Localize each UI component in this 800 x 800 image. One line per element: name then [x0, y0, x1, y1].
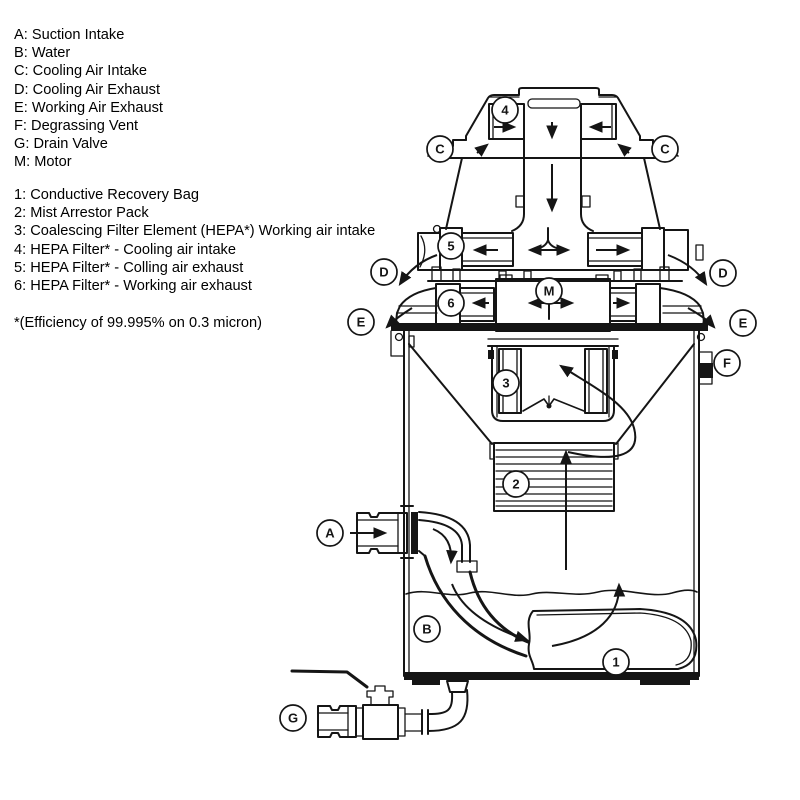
tank [390, 330, 713, 685]
elbow-outer [418, 511, 471, 563]
drain-elbow-outer [427, 689, 469, 732]
svg-text:C: C [660, 142, 670, 157]
svg-text:A: A [325, 526, 335, 541]
svg-text:D: D [379, 265, 388, 280]
valve-stem [366, 685, 394, 706]
svg-text:G: G [288, 711, 298, 726]
center-trumpet [535, 227, 561, 250]
elbow-inner [418, 519, 463, 563]
cartridge-right [584, 348, 608, 414]
callout-f [713, 349, 741, 377]
legend-line-m: M: Motor [14, 154, 72, 171]
legend-numbers: 1: Conductive Recovery Bag 2: Mist Arres… [14, 186, 375, 295]
callout-2 [502, 470, 530, 498]
callout-d-left [370, 258, 398, 286]
coalescing-filter-box [487, 338, 619, 422]
elbow-collar [456, 560, 478, 573]
legend-line-1: 1: Conductive Recovery Bag [14, 187, 199, 203]
svg-text:6: 6 [447, 296, 454, 311]
callouts: A B C C D D E E F G M 1 2 3 [279, 96, 757, 732]
svg-text:4: 4 [501, 103, 509, 118]
legend-line-d: D: Cooling Air Exhaust [14, 81, 161, 98]
callout-c-right [651, 135, 679, 163]
tank-foot-left [412, 680, 440, 685]
drain-coupler [317, 705, 357, 738]
svg-text:D: D [718, 266, 727, 281]
filter6-right-cartridge [635, 283, 661, 327]
svg-text:E: E [357, 315, 366, 330]
callout-3 [492, 369, 520, 397]
legend-line-4: 4: HEPA Filter* - Cooling air intake [14, 241, 236, 258]
legend-line-3: 3: Coalescing Filter Element (HEPA*) Wor… [14, 223, 376, 240]
legend-line-2: 2: Mist Arrestor Pack [14, 205, 149, 222]
exhaust-e-right-arrow [687, 307, 716, 329]
funnel-right [615, 343, 695, 445]
degassing-vent [700, 363, 713, 378]
legend-line-f: F: Degrassing Vent [14, 118, 139, 135]
hepa4-right-block [580, 103, 617, 140]
callout-5 [437, 232, 465, 260]
intake-assembly [356, 505, 530, 658]
tank-lid [391, 323, 708, 331]
svg-text:M: M [544, 284, 555, 299]
hose-coupler [356, 512, 408, 554]
legend-line-5: 5: HEPA Filter* - Colling air exhaust [14, 259, 244, 276]
downpipe-outer-wall [423, 554, 528, 658]
callout-g [279, 704, 307, 732]
svg-text:E: E [739, 316, 748, 331]
lid-clamp-right [696, 332, 706, 342]
callout-e-left [347, 308, 375, 336]
water-surface [405, 589, 698, 597]
intake-flange [411, 512, 418, 554]
callout-c-left [426, 135, 454, 163]
callout-e-right [729, 309, 757, 337]
callout-b [413, 615, 441, 643]
drain-valve-assembly [290, 669, 469, 740]
filter5-right-cartridge [641, 227, 665, 271]
legend-line-e: E: Working Air Exhaust [14, 99, 163, 116]
svg-text:2: 2 [512, 477, 519, 492]
callout-4 [491, 96, 519, 124]
lid-clamp-left [390, 330, 405, 357]
svg-text:1: 1 [612, 655, 619, 670]
legend-line-b: B: Water [14, 45, 71, 62]
cap-handle-slot [527, 98, 581, 109]
legend-line-c: C: Cooling Air Intake [14, 63, 148, 80]
legend-line-g: G: Drain Valve [14, 136, 108, 153]
working-air-path-arrow [559, 364, 637, 458]
legend-line-a: A: Suction Intake [14, 27, 125, 43]
drain-connector [446, 680, 469, 693]
valve-handle [290, 669, 369, 689]
legend-letters: A: Suction Intake B: Water C: Cooling Ai… [14, 26, 163, 172]
float-valve [522, 398, 585, 412]
callout-m [535, 277, 563, 305]
drain-elbow-inner [427, 691, 454, 715]
legend-line-6: 6: HEPA Filter* - Working air exhaust [14, 278, 252, 295]
svg-text:F: F [723, 356, 731, 371]
recovery-bag [527, 608, 698, 670]
motor-cowl [445, 157, 661, 230]
valve-body [362, 704, 399, 740]
callout-1 [602, 648, 630, 676]
callout-6 [437, 289, 465, 317]
callout-d-right [709, 259, 737, 287]
tank-bottom [404, 672, 699, 680]
exhaust-d-left-arrow [398, 254, 438, 286]
tank-foot-right [640, 680, 690, 685]
cooling-flange [427, 139, 679, 159]
svg-text:B: B [422, 622, 431, 637]
legend-footnote: *(Efficiency of 99.995% on 0.3 micron) [14, 315, 262, 331]
svg-text:5: 5 [447, 239, 454, 254]
svg-text:3: 3 [502, 376, 509, 391]
svg-text:C: C [435, 142, 445, 157]
exhaust-d-right-arrow [667, 254, 708, 286]
funnel-left [408, 343, 493, 445]
exhaust-e-left-arrow [385, 307, 413, 329]
callout-a [316, 519, 344, 547]
